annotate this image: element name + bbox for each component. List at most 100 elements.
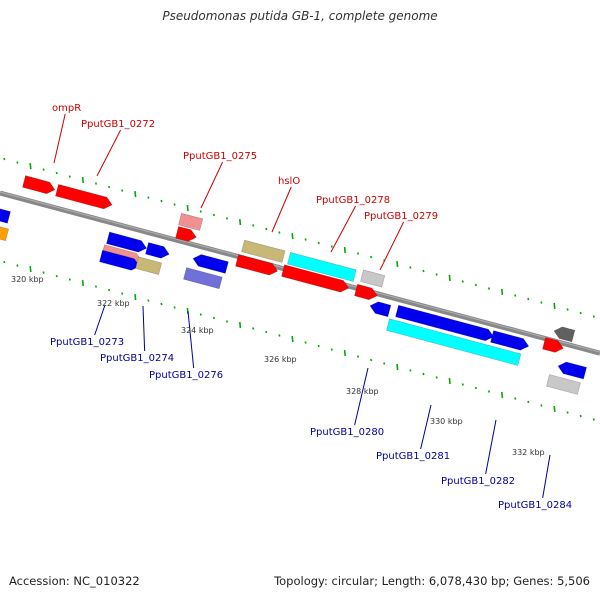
tick-mark <box>160 199 163 203</box>
tick-mark <box>330 245 333 248</box>
tick-mark <box>3 157 6 161</box>
genome-summary-text: Topology: circular; Length: 6,078,430 bp… <box>274 574 590 588</box>
label-leader-line <box>542 454 551 499</box>
tick-mark <box>501 288 504 296</box>
tick-mark <box>474 283 477 287</box>
reverse-gene-arrow[interactable] <box>183 267 223 290</box>
reverse-gene-arrow[interactable] <box>99 249 141 271</box>
reverse-gene-label[interactable]: PputGB1_0284 <box>498 500 572 511</box>
tick-mark <box>199 210 202 213</box>
tick-mark <box>514 294 517 297</box>
tick-mark <box>239 321 242 329</box>
forward-gene-arrow[interactable] <box>235 254 279 276</box>
forward-gene-arrow[interactable] <box>55 184 113 210</box>
reverse-gene-arrow[interactable] <box>0 206 11 224</box>
tick-mark <box>81 176 84 184</box>
tick-mark <box>134 293 137 301</box>
reverse-gene-arrow[interactable] <box>369 301 392 318</box>
tick-mark <box>94 182 98 185</box>
reverse-gene-arrow[interactable] <box>557 361 587 380</box>
forward-gene-label[interactable]: PputGB1_0272 <box>81 119 155 130</box>
reverse-gene-label[interactable]: PputGB1_0280 <box>310 427 384 438</box>
tick-mark <box>68 278 71 281</box>
tick-mark <box>540 301 543 304</box>
reverse-gene-label[interactable]: PputGB1_0274 <box>100 353 174 364</box>
tick-mark <box>304 238 307 241</box>
tick-mark <box>173 306 176 309</box>
forward-gene-arrow[interactable] <box>553 326 576 343</box>
tick-mark <box>540 404 543 407</box>
tick-mark <box>383 362 386 365</box>
tick-mark <box>553 302 556 310</box>
forward-gene-label[interactable]: ompR <box>52 103 81 114</box>
tick-mark <box>239 218 242 226</box>
forward-gene-arrow[interactable] <box>542 337 564 353</box>
tick-mark <box>527 297 530 301</box>
reverse-gene-arrow[interactable] <box>106 231 148 253</box>
tick-mark <box>592 418 595 421</box>
forward-gene-label[interactable]: hslO <box>278 176 300 187</box>
forward-gene-arrow[interactable] <box>354 283 378 301</box>
tick-mark <box>474 386 477 390</box>
kbp-label: 330 kbp <box>430 417 463 426</box>
forward-gene-arrow[interactable] <box>281 264 350 293</box>
forward-gene-label[interactable]: PputGB1_0279 <box>364 211 438 222</box>
reverse-gene-label[interactable]: PputGB1_0273 <box>50 337 124 348</box>
tick-mark <box>108 185 111 189</box>
forward-gene-arrow[interactable] <box>360 269 386 288</box>
accession-text: Accession: NC_010322 <box>9 574 140 588</box>
tick-mark <box>252 327 255 330</box>
forward-gene-label[interactable]: PputGB1_0278 <box>316 195 390 206</box>
forward-gene-arrow[interactable] <box>287 252 357 282</box>
tick-mark <box>527 400 530 404</box>
tick-mark <box>55 171 58 175</box>
label-leaders <box>53 113 551 499</box>
tick-mark <box>265 227 268 231</box>
reverse-gene-arrow[interactable] <box>135 256 163 275</box>
tick-mark <box>147 299 150 302</box>
reverse-gene-arrow[interactable] <box>192 254 229 274</box>
tick-mark <box>291 335 294 343</box>
reverse-gene-label[interactable]: PputGB1_0276 <box>149 370 223 381</box>
label-leader-line <box>187 310 195 369</box>
label-leader-line <box>96 129 122 177</box>
tick-mark <box>212 213 215 217</box>
tick-mark <box>173 203 176 206</box>
reverse-gene-label[interactable]: PputGB1_0282 <box>441 476 515 487</box>
forward-gene-arrow[interactable] <box>175 226 197 242</box>
tick-mark <box>81 279 84 287</box>
reverse-gene-arrow[interactable] <box>0 224 9 242</box>
tick-mark <box>134 190 137 198</box>
tick-mark <box>55 274 58 278</box>
label-leader-line <box>271 186 292 233</box>
tick-mark <box>186 204 189 212</box>
reverse-gene-label[interactable]: PputGB1_0281 <box>376 451 450 462</box>
reverse-gene-arrow[interactable] <box>145 242 170 259</box>
tick-mark <box>199 313 202 316</box>
tick-mark <box>317 344 320 348</box>
tick-mark <box>225 217 229 220</box>
tick-mark <box>304 341 307 344</box>
forward-gene-label[interactable]: PputGB1_0275 <box>183 151 257 162</box>
tick-mark <box>225 320 229 323</box>
reverse-gene-arrow[interactable] <box>490 330 530 351</box>
label-leader-line <box>420 404 432 450</box>
tick-mark <box>409 266 412 269</box>
tick-mark <box>396 260 399 268</box>
tick-mark <box>448 274 451 282</box>
gene-features <box>0 175 587 395</box>
tick-mark <box>592 315 595 318</box>
label-leader-line <box>485 419 497 475</box>
tick-mark <box>409 369 412 372</box>
tick-mark <box>487 390 491 393</box>
reverse-gene-arrow[interactable] <box>546 374 581 395</box>
tick-mark <box>356 252 360 255</box>
forward-gene-arrow[interactable] <box>178 212 204 231</box>
reverse-gene-arrow[interactable] <box>386 318 522 366</box>
forward-gene-arrow[interactable] <box>22 175 56 195</box>
tick-mark <box>396 363 399 371</box>
reverse-gene-arrow[interactable] <box>395 304 495 342</box>
forward-gene-arrow[interactable] <box>241 239 286 263</box>
